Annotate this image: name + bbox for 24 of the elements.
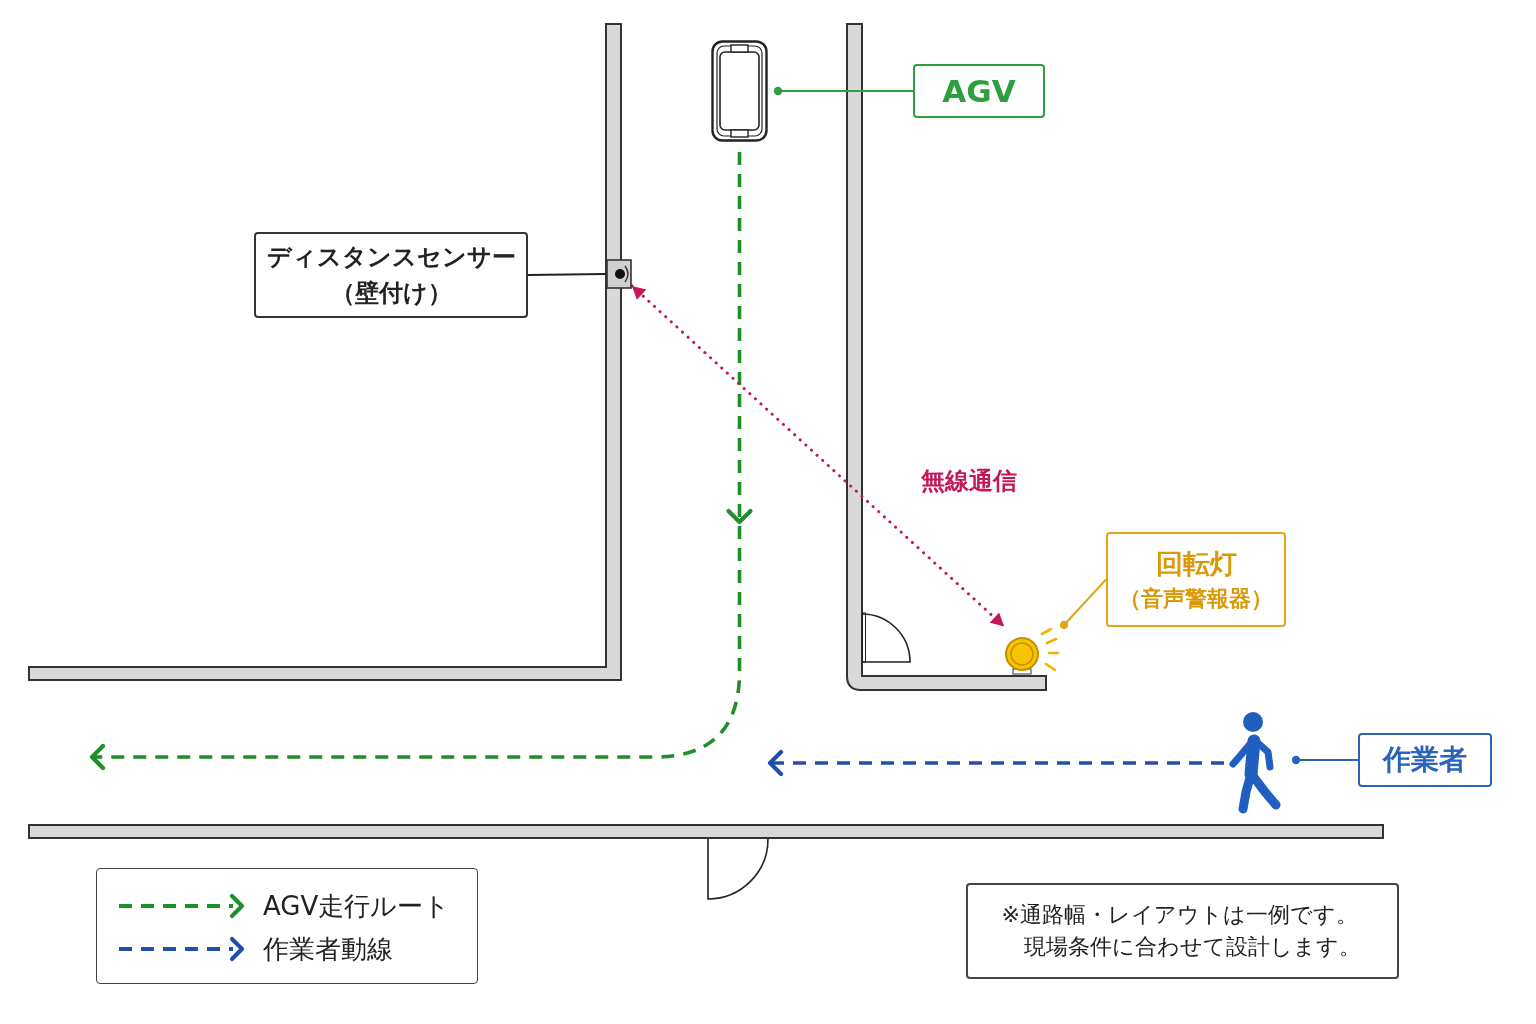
leader-line bbox=[527, 273, 607, 276]
signal-arrow bbox=[630, 284, 1006, 628]
leader-line bbox=[773, 86, 914, 96]
route-arrow bbox=[89, 152, 742, 771]
callout-box bbox=[254, 232, 528, 318]
note-box bbox=[966, 883, 1399, 979]
callout-title: 回転灯 bbox=[1155, 547, 1237, 581]
callout-box bbox=[913, 64, 1045, 118]
distance-sensor bbox=[606, 259, 632, 289]
callout-box bbox=[1358, 733, 1492, 787]
rotating-light bbox=[1004, 626, 1060, 678]
callout-box bbox=[1106, 532, 1286, 627]
callout-label: 作業者 bbox=[1383, 741, 1467, 778]
note-text: ※通路幅・レイアウトは一例です。現場条件に合わせて設計します。 bbox=[1001, 901, 1362, 961]
walking-person bbox=[1228, 711, 1282, 815]
callout-label: AGV bbox=[942, 71, 1016, 111]
leader-line bbox=[1059, 578, 1107, 630]
legend-label: 作業者動線 bbox=[263, 933, 393, 966]
callout-label: ディスタンスセンサー（壁付け） bbox=[265, 242, 517, 309]
vehicle-top-view bbox=[711, 40, 768, 142]
leader-line bbox=[1291, 755, 1359, 765]
legend-label: AGV走行ルート bbox=[263, 890, 451, 923]
route-arrow bbox=[767, 749, 1224, 777]
callout-subtitle: （音声警報器） bbox=[1119, 585, 1273, 614]
